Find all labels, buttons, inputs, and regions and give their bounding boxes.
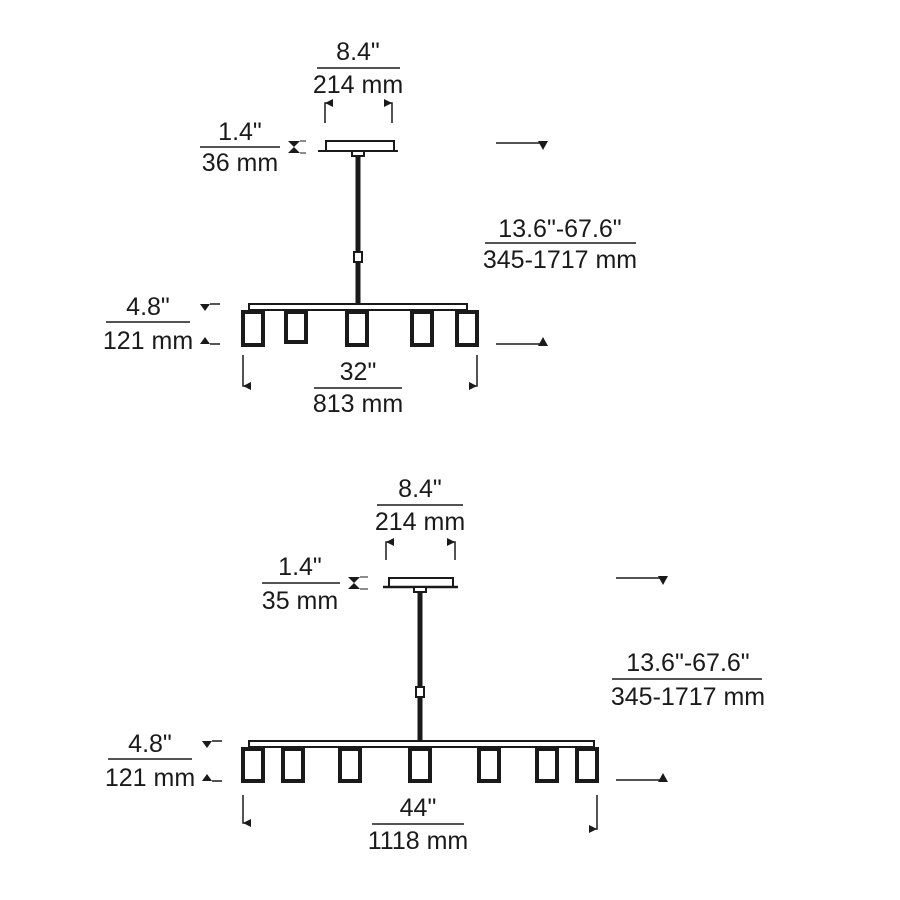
- canopy-plate: [325, 140, 395, 152]
- canopy-height-dimension: 1.4" 35 mm: [262, 553, 368, 615]
- shade: [410, 310, 434, 347]
- shade: [338, 747, 362, 783]
- shade: [241, 310, 265, 347]
- canopy-height-mm: 35 mm: [262, 587, 338, 615]
- arm-bar: [248, 303, 468, 311]
- shade: [281, 747, 305, 783]
- fixture-drawing-5-light: [241, 140, 479, 347]
- shade-height-dimension: 4.8" 121 mm: [105, 730, 222, 792]
- shade: [408, 747, 432, 783]
- canopy-width-in: 8.4": [398, 475, 442, 503]
- overall-height-dimension: 13.6"-67.6" 345-1717 mm: [483, 141, 637, 346]
- shade: [284, 310, 308, 344]
- canopy-width-dimension: 8.4" 214 mm: [375, 475, 465, 560]
- fixture-width-in: 32": [340, 358, 377, 386]
- shade: [241, 747, 265, 783]
- canopy-height-in: 1.4": [218, 118, 262, 146]
- fixture-drawing-7-light: [241, 577, 599, 783]
- canopy-width-mm: 214 mm: [313, 71, 403, 99]
- shade: [455, 310, 479, 347]
- shade: [535, 747, 559, 783]
- canopy-plate: [388, 577, 454, 588]
- canopy-width-mm: 214 mm: [375, 508, 465, 536]
- fixture-width-mm: 1118 mm: [368, 827, 469, 855]
- shade-height-mm: 121 mm: [105, 764, 195, 792]
- stem-coupler: [415, 686, 425, 698]
- fixture-width-dimension: 44" 1118 mm: [242, 794, 598, 855]
- canopy-width-in: 8.4": [336, 38, 380, 66]
- shade-height-in: 4.8": [126, 293, 170, 321]
- stem-coupler: [353, 251, 363, 263]
- shade: [477, 747, 501, 783]
- shade-height-mm: 121 mm: [103, 327, 193, 355]
- fixture-width-dimension: 32" 813 mm: [242, 355, 478, 418]
- canopy-height-in: 1.4": [278, 553, 322, 581]
- overall-height-in: 13.6"-67.6": [498, 215, 621, 243]
- fixture-width-mm: 813 mm: [313, 390, 403, 418]
- canopy-height-dimension: 1.4" 36 mm: [200, 118, 306, 177]
- shade: [345, 310, 369, 347]
- arm-bar: [248, 740, 595, 748]
- fixture-width-in: 44": [400, 794, 437, 822]
- overall-height-dimension: 13.6"-67.6" 345-1717 mm: [611, 576, 765, 782]
- shade-height-in: 4.8": [128, 730, 172, 758]
- shades: [241, 310, 479, 347]
- overall-height-mm: 345-1717 mm: [483, 246, 637, 274]
- shades: [241, 747, 599, 783]
- overall-height-in: 13.6"-67.6": [626, 649, 749, 677]
- canopy-width-dimension: 8.4" 214 mm: [313, 38, 403, 123]
- shade-height-dimension: 4.8" 121 mm: [103, 293, 220, 355]
- canopy-height-mm: 36 mm: [202, 149, 278, 177]
- shade: [575, 747, 599, 783]
- overall-height-mm: 345-1717 mm: [611, 683, 765, 711]
